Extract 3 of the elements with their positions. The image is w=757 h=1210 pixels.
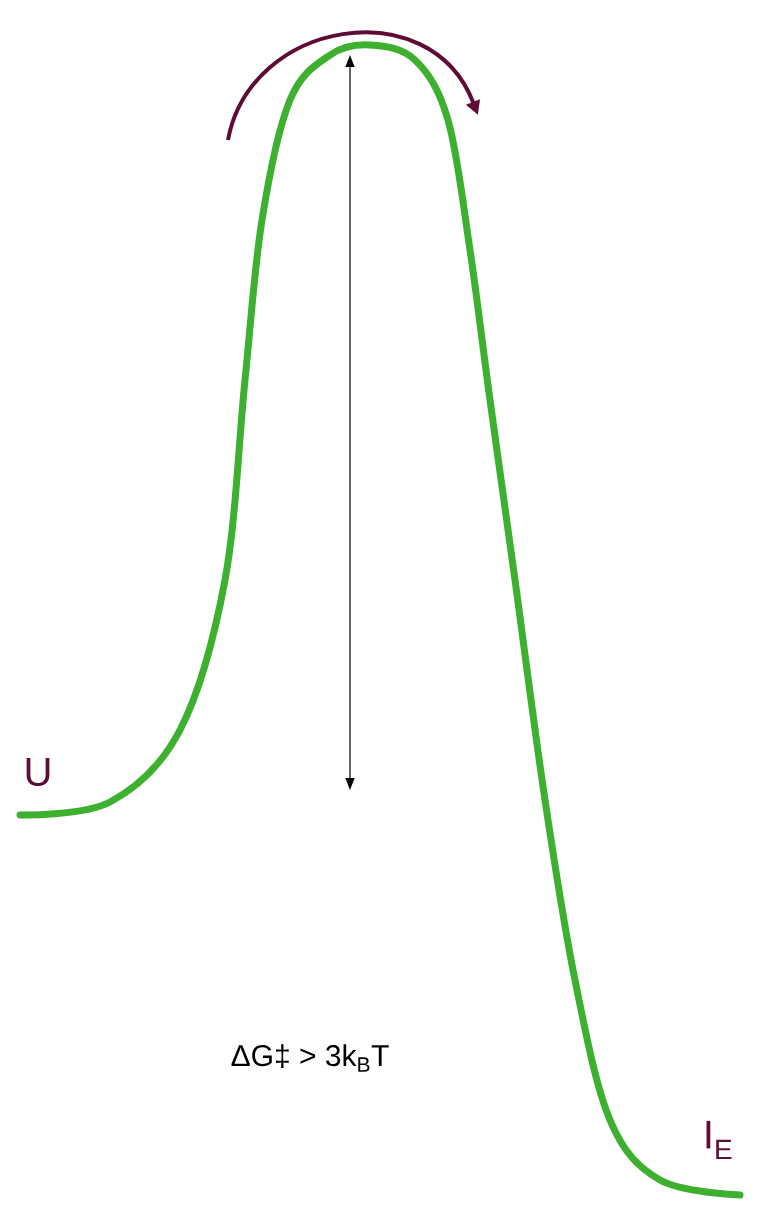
barrier-label: ΔG‡ > 3k$_{B}$T: [231, 1044, 389, 1072]
state-label: I$_{E}$: [706, 1120, 732, 1160]
state-label: U: [26, 758, 50, 786]
